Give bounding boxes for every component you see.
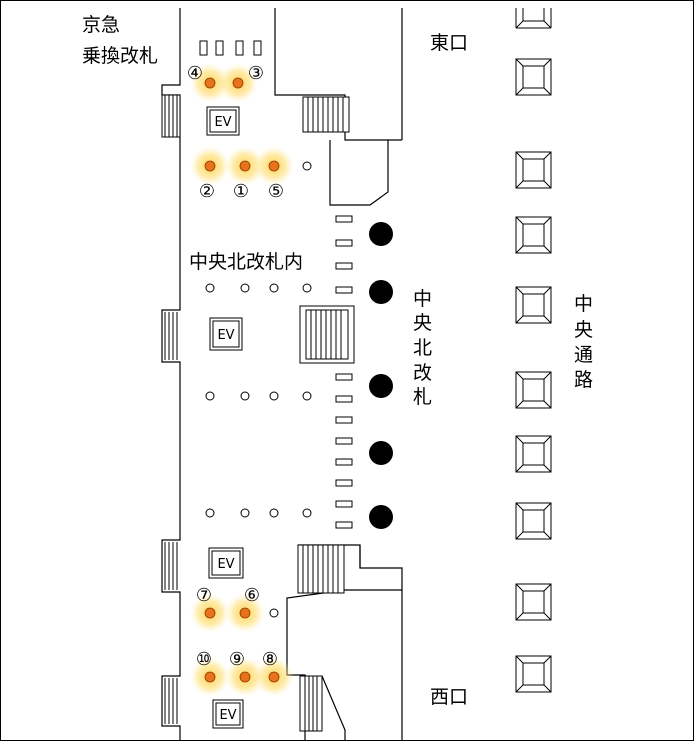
- stair-bottom: [299, 675, 323, 732]
- passage-label-char: 央: [574, 319, 593, 341]
- keikyu-label-line2: 乗換改札: [82, 45, 158, 67]
- marker-dot: [268, 671, 280, 683]
- marker-dot: [268, 160, 280, 172]
- ev-box-4: EV: [212, 699, 244, 729]
- columns: [205, 161, 312, 618]
- marker-number: ⑦: [196, 585, 212, 606]
- marker-m9: ⑨: [229, 649, 251, 683]
- marker-m10: ⑩: [196, 649, 216, 683]
- marker-dot: [239, 160, 251, 172]
- marker-m7: ⑦: [196, 585, 216, 619]
- marker-dot: [204, 77, 216, 89]
- marker-dot: [204, 671, 216, 683]
- marker-dot: [204, 160, 216, 172]
- pillar: [515, 502, 552, 540]
- gate-label-char: 改: [413, 362, 432, 384]
- marker-dot: [232, 77, 244, 89]
- passage-label-char: 路: [574, 369, 593, 391]
- marker-number: ③: [248, 63, 264, 84]
- keikyu-label-line1: 京急: [82, 14, 120, 36]
- keikyu-gates: [199, 40, 262, 56]
- gate-label-char: 央: [413, 312, 432, 334]
- pillar: [515, 58, 552, 96]
- marker-number: ①: [233, 181, 249, 202]
- pillar-top-partial: [515, 8, 552, 29]
- marker-number: ⑩: [196, 649, 212, 670]
- marker-m8: ⑧: [262, 649, 280, 683]
- central-north-gate-machines: [335, 215, 353, 529]
- left-stair-bottom: [164, 678, 178, 724]
- pillar: [515, 583, 552, 621]
- stair-upper: [302, 96, 350, 133]
- ev-box-3: EV: [208, 547, 244, 579]
- ev-label: EV: [219, 708, 236, 723]
- marker-number: ④: [187, 63, 203, 84]
- marker-m2: ②: [199, 160, 216, 202]
- marker-m1: ①: [233, 160, 251, 202]
- east-exit-label: 東口: [430, 32, 468, 54]
- marker-dot: [204, 607, 216, 619]
- gate-label-char: 中: [413, 288, 432, 310]
- marker-m3: ③: [232, 63, 264, 89]
- left-stairs: [161, 94, 181, 724]
- central-north-gate-label: 中 央 北 改 札: [413, 288, 432, 408]
- passage-pillars: [515, 8, 552, 29]
- pillar: [515, 286, 552, 324]
- marker-m5: ⑤: [268, 160, 284, 202]
- pillar: [515, 655, 552, 693]
- passage-label-char: 中: [574, 293, 593, 315]
- ev-label: EV: [217, 557, 234, 572]
- pillar: [515, 151, 552, 189]
- inner-stairs: [297, 96, 355, 732]
- marker-m6: ⑥: [239, 585, 260, 619]
- marker-number: ⑧: [262, 649, 278, 670]
- ev-box-2: EV: [209, 317, 243, 351]
- marker-number: ⑨: [229, 649, 245, 670]
- stair-lower: [297, 544, 345, 594]
- left-stair-lower: [164, 542, 178, 590]
- ev-label: EV: [217, 328, 234, 343]
- central-passage-label: 中 央 通 路: [574, 293, 593, 391]
- ev-label: EV: [214, 115, 231, 130]
- marker-m4: ④: [187, 63, 216, 89]
- central-north-inside-label: 中央北改札内: [189, 251, 303, 273]
- passage-label-char: 通: [574, 344, 593, 366]
- pillar: [515, 216, 552, 254]
- marker-number: ②: [199, 181, 215, 202]
- left-stair-top: [161, 94, 181, 138]
- gate-label-char: 札: [413, 386, 432, 408]
- pillar: [515, 371, 552, 409]
- marker-number: ⑥: [244, 585, 260, 606]
- gate-dots: [369, 222, 393, 529]
- left-stair-mid: [164, 312, 178, 360]
- gate-label-char: 北: [413, 337, 432, 359]
- marker-dot: [239, 607, 251, 619]
- pillar: [515, 435, 552, 473]
- marker-dot: [239, 671, 251, 683]
- west-exit-label: 西口: [430, 686, 468, 708]
- ev-box-1: EV: [206, 106, 240, 136]
- pillar-list: [515, 58, 552, 693]
- marker-number: ⑤: [268, 181, 284, 202]
- escalator-middle: [299, 305, 355, 364]
